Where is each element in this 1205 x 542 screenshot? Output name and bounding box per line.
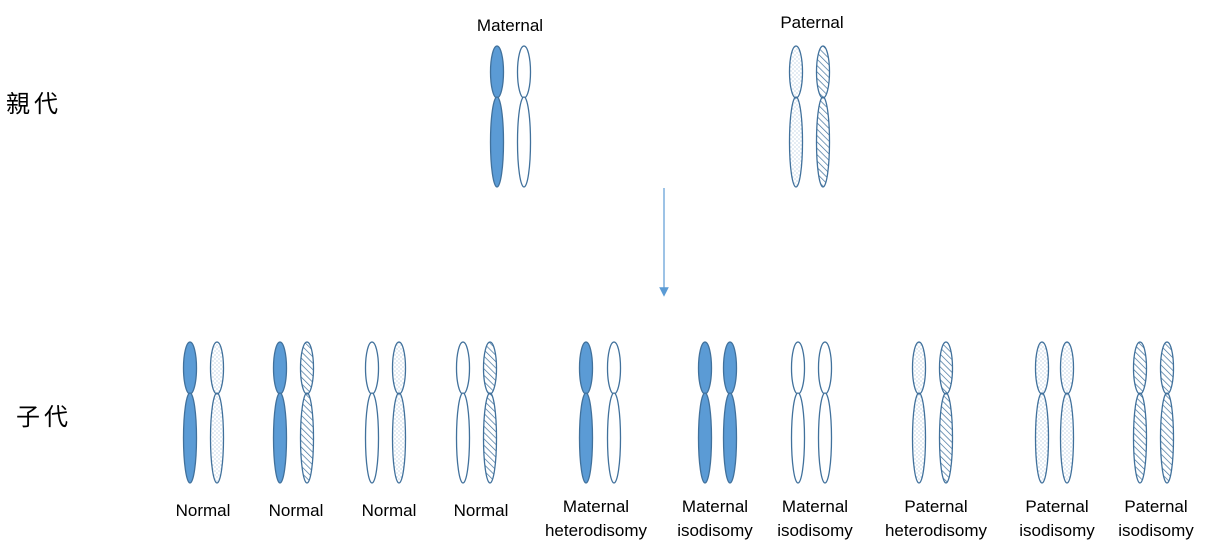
offspring-8-chromosome-dotted xyxy=(913,342,926,483)
offspring-label-line: Paternal xyxy=(904,497,967,516)
offspring-labels: Normal Normal Normal Normal Maternal heterodi… xyxy=(176,497,1195,540)
offspring-label: Paternal isodisomy xyxy=(1118,497,1194,540)
offspring-label-line: Maternal xyxy=(682,497,748,516)
offspring-label-line: isodisomy xyxy=(777,521,853,540)
maternal-chromosome-solid xyxy=(491,46,504,187)
offspring-label-line: Paternal xyxy=(1025,497,1088,516)
offspring-4-chromosome-hatched xyxy=(484,342,497,483)
offspring-label: Normal xyxy=(176,501,231,520)
offspring-label-line: heterodisomy xyxy=(885,521,988,540)
offspring-1-chromosome-dotted xyxy=(211,342,224,483)
offspring-label-line: isodisomy xyxy=(677,521,753,540)
offspring-10-chromosome-hatched xyxy=(1161,342,1174,483)
offspring-8-chromosome-hatched xyxy=(940,342,953,483)
offspring-label: Paternal heterodisomy xyxy=(885,497,988,540)
offspring-label: Normal xyxy=(269,501,324,520)
offspring-label-line: isodisomy xyxy=(1118,521,1194,540)
paternal-chromosome-dotted xyxy=(790,46,803,187)
offspring-label-line: Normal xyxy=(176,501,231,520)
offspring-chromosomes xyxy=(184,342,1174,483)
offspring-label-line: Maternal xyxy=(563,497,629,516)
offspring-3-chromosome-empty xyxy=(366,342,379,483)
paternal-chromosome-hatched xyxy=(817,46,830,187)
offspring-label: Normal xyxy=(454,501,509,520)
offspring-label: Maternal isodisomy xyxy=(777,497,853,540)
offspring-2-chromosome-solid xyxy=(274,342,287,483)
offspring-5-chromosome-solid xyxy=(580,342,593,483)
offspring-generation-label: 子代 xyxy=(16,403,72,431)
offspring-3-chromosome-dotted xyxy=(393,342,406,483)
offspring-label-line: Normal xyxy=(454,501,509,520)
offspring-6-chromosome-solid xyxy=(699,342,712,483)
offspring-7-chromosome-empty xyxy=(819,342,832,483)
parent-chromosomes xyxy=(491,46,830,187)
offspring-2-chromosome-hatched xyxy=(301,342,314,483)
parent-generation-label: 親代 xyxy=(6,90,62,118)
offspring-label-line: Normal xyxy=(269,501,324,520)
offspring-10-chromosome-hatched xyxy=(1134,342,1147,483)
offspring-4-chromosome-empty xyxy=(457,342,470,483)
maternal-label: Maternal xyxy=(477,16,543,35)
offspring-label: Maternal heterodisomy xyxy=(545,497,648,540)
maternal-chromosome-empty xyxy=(518,46,531,187)
offspring-label: Maternal isodisomy xyxy=(677,497,753,540)
offspring-9-chromosome-dotted xyxy=(1061,342,1074,483)
offspring-label-line: Paternal xyxy=(1124,497,1187,516)
offspring-label-line: isodisomy xyxy=(1019,521,1095,540)
offspring-label-line: heterodisomy xyxy=(545,521,648,540)
offspring-label-line: Normal xyxy=(362,501,417,520)
offspring-1-chromosome-solid xyxy=(184,342,197,483)
offspring-9-chromosome-dotted xyxy=(1036,342,1049,483)
offspring-6-chromosome-solid xyxy=(724,342,737,483)
offspring-7-chromosome-empty xyxy=(792,342,805,483)
offspring-5-chromosome-empty xyxy=(608,342,621,483)
offspring-label: Normal xyxy=(362,501,417,520)
offspring-label: Paternal isodisomy xyxy=(1019,497,1095,540)
offspring-label-line: Maternal xyxy=(782,497,848,516)
paternal-label: Paternal xyxy=(780,13,843,32)
